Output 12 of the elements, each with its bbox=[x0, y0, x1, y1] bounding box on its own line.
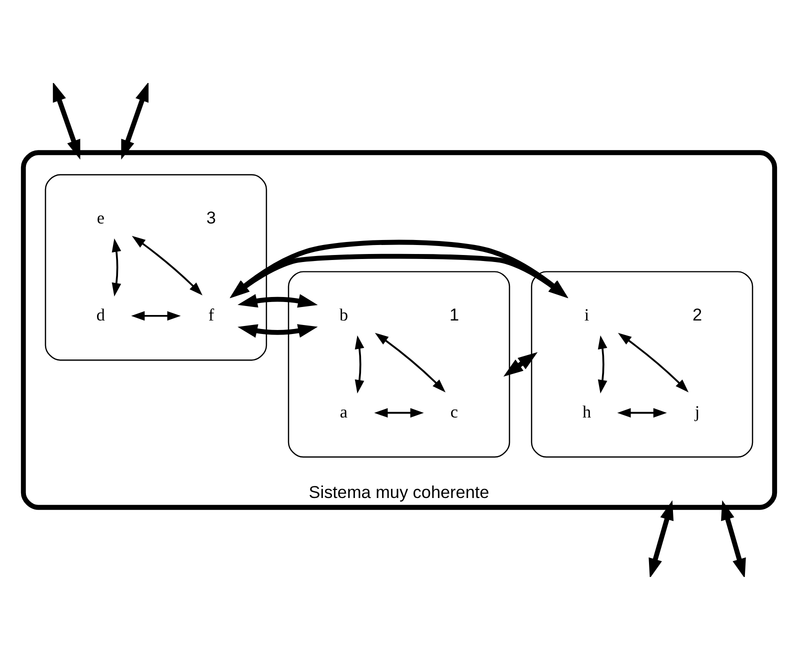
node-text: b bbox=[339, 304, 348, 324]
node-text: i bbox=[584, 304, 590, 324]
node-label: 1 bbox=[449, 304, 460, 324]
node-text: f bbox=[208, 304, 214, 324]
node-text: d bbox=[96, 304, 106, 324]
node-text: e bbox=[96, 208, 105, 227]
node-text: h bbox=[582, 402, 592, 421]
node-text: a bbox=[340, 402, 348, 421]
node-label: 3 bbox=[206, 206, 216, 227]
node-text: c bbox=[450, 402, 458, 421]
node-label: 2 bbox=[692, 304, 702, 324]
node-text: j bbox=[694, 402, 700, 421]
